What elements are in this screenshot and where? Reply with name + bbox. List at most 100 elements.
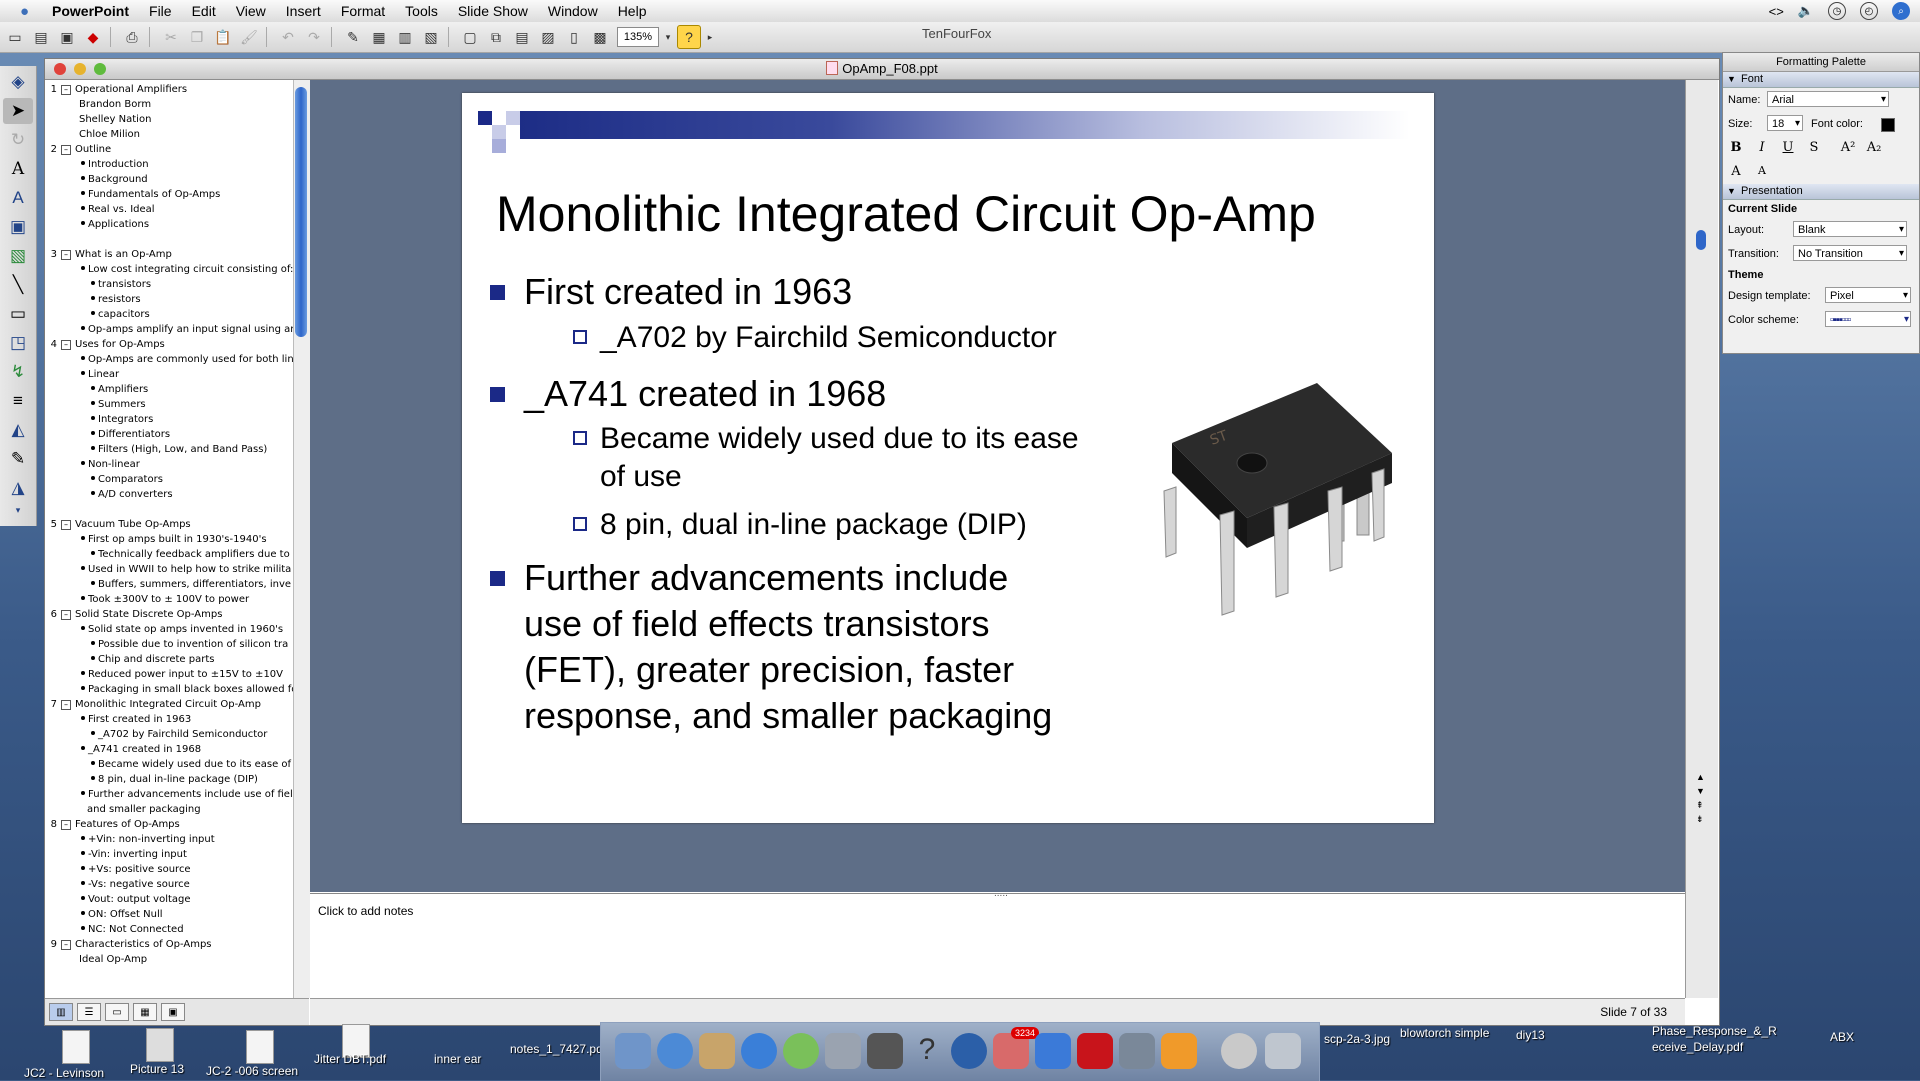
outline-item[interactable]: and smaller packaging — [45, 802, 293, 817]
minimize-button[interactable] — [74, 63, 86, 75]
rectangle-tool-icon[interactable]: ▭ — [9, 304, 27, 323]
chart-icon[interactable]: ▥ — [398, 28, 412, 45]
outline-item[interactable]: Amplifiers — [45, 382, 293, 397]
outline-item[interactable]: First created in 1963 — [45, 712, 293, 727]
gallery-icon[interactable]: ◈ — [11, 72, 25, 91]
subbullet-dip[interactable]: 8 pin, dual in-line package (DIP) — [573, 506, 1027, 544]
file-icon[interactable] — [62, 1030, 90, 1064]
outline-slide-title[interactable]: 7–Monolithic Integrated Circuit Op-Amp — [45, 697, 293, 712]
outline-item[interactable]: Chloe Milion — [45, 127, 293, 142]
underline-icon[interactable]: U — [1782, 140, 1794, 155]
outline-slide-title[interactable]: 2–Outline — [45, 142, 293, 157]
outline-item[interactable]: Background — [45, 172, 293, 187]
outline-item[interactable]: Vout: output voltage — [45, 892, 293, 907]
grow-font-icon[interactable]: A — [1731, 164, 1741, 179]
menu-edit[interactable]: Edit — [191, 3, 216, 19]
notes-placeholder[interactable]: Click to add notes — [318, 904, 414, 918]
clock-icon[interactable]: ◴ — [1860, 2, 1878, 20]
outline-slide-title[interactable]: 1–Operational Amplifiers — [45, 82, 293, 97]
slide-view-icon[interactable]: ▭ — [105, 1003, 129, 1021]
time-machine-icon[interactable]: ◷ — [1828, 2, 1846, 20]
slide-design-icon[interactable]: ▨ — [541, 28, 555, 45]
copy-icon[interactable]: ❐ — [190, 28, 204, 45]
outline-item[interactable]: Brandon Borm — [45, 97, 293, 112]
outline-item[interactable]: Op-amps amplify an input signal using an — [45, 322, 293, 337]
open-icon[interactable]: ▤ — [34, 28, 48, 45]
outline-slide-title[interactable]: 5–Vacuum Tube Op-Amps — [45, 517, 293, 532]
zoom-dropdown-icon[interactable]: ▾ — [665, 31, 671, 42]
dip-chip-image[interactable]: ST — [1152, 383, 1402, 623]
menu-window[interactable]: Window — [547, 3, 598, 19]
shadow-icon[interactable]: ◭ — [11, 420, 25, 439]
layout-select[interactable]: Blank — [1793, 221, 1907, 238]
line-tool-icon[interactable]: ╲ — [12, 275, 24, 294]
outline-item[interactable]: Reduced power input to ±15V to ±10V — [45, 667, 293, 682]
line-style-icon[interactable]: ≡ — [13, 391, 23, 410]
close-button[interactable] — [54, 63, 66, 75]
outline-slide-icon[interactable]: – — [61, 85, 71, 95]
help-viewer-icon[interactable]: ? — [918, 1033, 936, 1066]
outline-view-icon[interactable]: ☰ — [77, 1003, 101, 1021]
outline-slide-icon[interactable]: – — [61, 145, 71, 155]
menu-view[interactable]: View — [235, 3, 266, 19]
shrink-font-icon[interactable]: A — [1758, 164, 1766, 177]
outline-item[interactable] — [45, 502, 293, 517]
downloads-stack-icon[interactable] — [1221, 1033, 1257, 1069]
outline-item[interactable]: Real vs. Ideal — [45, 202, 293, 217]
outline-item[interactable]: capacitors — [45, 307, 293, 322]
outline-item[interactable]: +Vin: non-inverting input — [45, 832, 293, 847]
acrobat-icon[interactable] — [1077, 1033, 1113, 1069]
subscript-icon[interactable]: A₂ — [1866, 140, 1882, 155]
slide-scrollbar[interactable]: ▲▼⇞⇟ — [1685, 80, 1718, 998]
preview-icon[interactable] — [1119, 1033, 1155, 1069]
slide-scroll-thumb[interactable] — [1696, 230, 1706, 250]
address-book-icon[interactable] — [699, 1033, 735, 1069]
outline-slide-title[interactable]: 9–Characteristics of Op-Amps — [45, 937, 293, 952]
desktop-item-jitter[interactable]: Jitter DBT.pdf — [314, 1052, 387, 1066]
outline-slide-title[interactable]: 3–What is an Op-Amp — [45, 247, 293, 262]
outline-slide-title[interactable]: 4–Uses for Op-Amps — [45, 337, 293, 352]
outline-item[interactable]: Ideal Op-Amp — [45, 952, 293, 967]
menu-insert[interactable]: Insert — [285, 3, 321, 19]
menu-app[interactable]: PowerPoint — [52, 3, 130, 19]
outline-item[interactable]: _A702 by Fairchild Semiconductor — [45, 727, 293, 742]
utility-icon[interactable] — [867, 1033, 903, 1069]
outline-slide-icon[interactable]: – — [61, 250, 71, 260]
outline-slide-icon[interactable]: – — [61, 520, 71, 530]
outline-item[interactable]: Filters (High, Low, and Band Pass) — [45, 442, 293, 457]
rotate-icon[interactable]: ↻ — [10, 130, 26, 149]
duplicate-slide-icon[interactable]: ⧉ — [491, 28, 501, 45]
design-template-select[interactable]: Pixel — [1825, 287, 1911, 304]
desktop-item-diy13[interactable]: diy13 — [1516, 1028, 1545, 1042]
spotlight-search-icon[interactable]: ⌕ — [1892, 2, 1910, 20]
bullet-further-line3[interactable]: (FET), greater precision, faster — [524, 649, 1015, 690]
bullet-further-advancements[interactable]: Further advancements include — [489, 557, 1009, 598]
menu-format[interactable]: Format — [340, 3, 386, 19]
slide-title[interactable]: Monolithic Integrated Circuit Op-Amp — [496, 186, 1316, 242]
outline-item[interactable] — [45, 232, 293, 247]
outline-slide-icon[interactable]: – — [61, 940, 71, 950]
volume-icon[interactable]: 🔈 — [1797, 3, 1814, 18]
outline-slide-icon[interactable]: – — [61, 820, 71, 830]
autoshapes-icon[interactable]: ◳ — [9, 333, 27, 352]
outline-item[interactable]: -Vin: inverting input — [45, 847, 293, 862]
outline-item[interactable]: Applications — [45, 217, 293, 232]
transition-select[interactable]: No Transition — [1793, 245, 1907, 262]
bullet-further-line4[interactable]: response, and smaller packaging — [524, 695, 1053, 736]
outline-item[interactable]: Integrators — [45, 412, 293, 427]
wordart-icon[interactable]: A — [12, 188, 24, 207]
outline-item[interactable]: Non-linear — [45, 457, 293, 472]
outline-item[interactable]: Low cost integrating circuit consisting … — [45, 262, 293, 277]
connector-icon[interactable]: ↯ — [10, 362, 26, 381]
menu-help[interactable]: Help — [617, 3, 647, 19]
file-icon[interactable] — [246, 1030, 274, 1064]
outline-item[interactable]: First op amps built in 1930's-1940's — [45, 532, 293, 547]
outline-item[interactable]: Became widely used due to its ease of — [45, 757, 293, 772]
save-icon[interactable]: ▣ — [60, 28, 74, 45]
new-document-icon[interactable]: ▭ — [8, 28, 22, 45]
clip-art-icon[interactable]: ▣ — [9, 217, 27, 236]
outline-item[interactable]: Chip and discrete parts — [45, 652, 293, 667]
outline-item[interactable]: Buffers, summers, differentiators, inve — [45, 577, 293, 592]
bold-icon[interactable]: B — [1730, 140, 1742, 155]
